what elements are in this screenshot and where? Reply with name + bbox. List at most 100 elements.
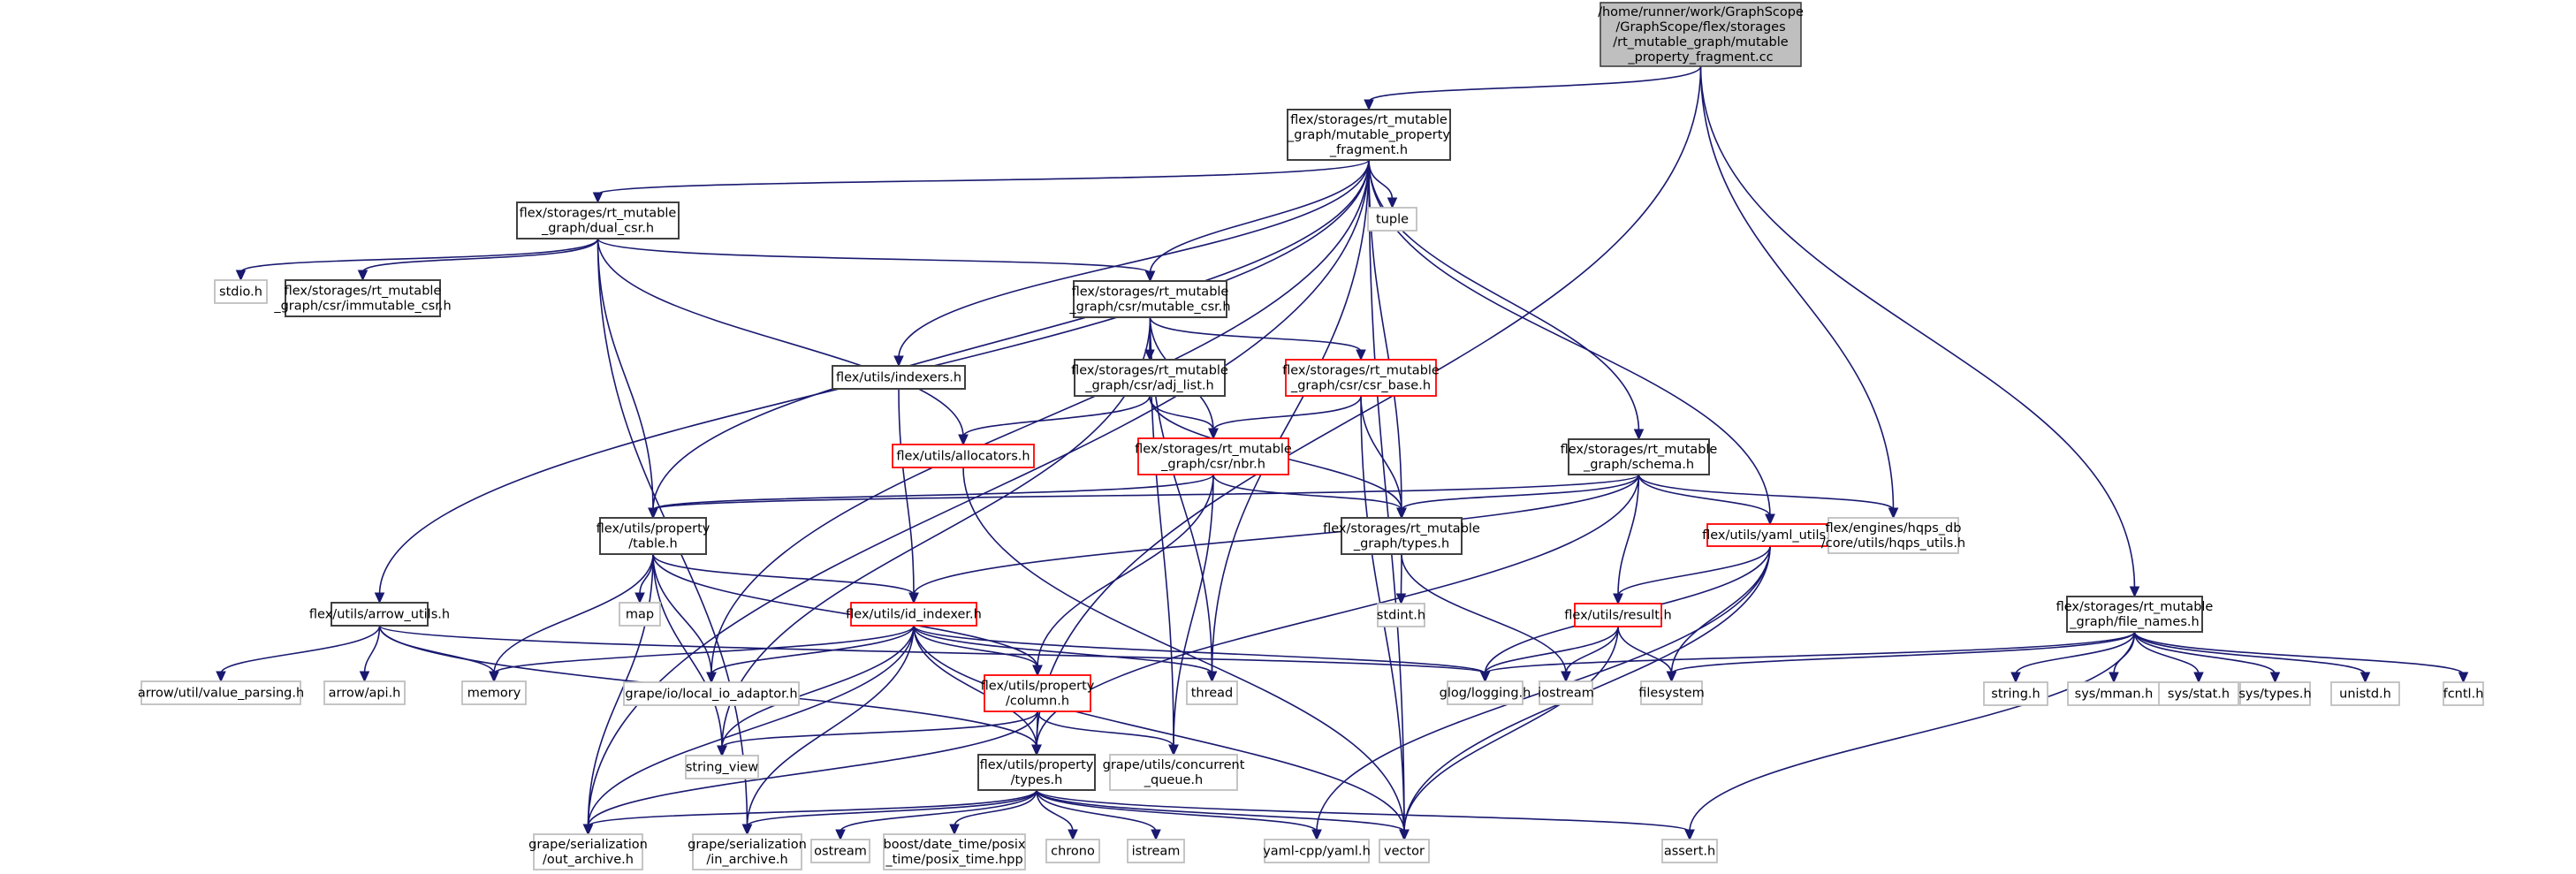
arrowhead-icon	[2193, 672, 2204, 684]
arrowhead-icon	[2010, 672, 2021, 684]
edge-id_indexer-to-string_view	[721, 625, 915, 749]
node-file-names[interactable]: flex/storages/rt_mutable_graph/file_name…	[2056, 596, 2214, 633]
arrowhead-icon	[1399, 829, 1410, 841]
node-label-line: /table.h	[628, 537, 677, 551]
edge-dual_csr-to-immutable_csr	[361, 238, 599, 273]
node-label-line: sys/mman.h	[2075, 688, 2154, 702]
node-label-line: _graph/csr/csr_base.h	[1290, 379, 1431, 393]
edge-root-to-prop_types	[1036, 65, 1702, 748]
node-box	[533, 833, 643, 870]
node-value-parsing: arrow/util/value_parsing.h	[138, 680, 304, 705]
edge-csr_base-to-rmg_types	[1360, 395, 1402, 511]
node-label-line: _graph/mutable_property	[1287, 128, 1450, 142]
node-adj-list[interactable]: flex/storages/rt_mutable_graph/csr/adj_l…	[1071, 359, 1228, 397]
node-mpf[interactable]: flex/storages/rt_mutable_graph/mutable_p…	[1287, 109, 1451, 161]
arrowhead-icon	[359, 671, 370, 683]
arrowhead-icon	[1144, 270, 1156, 283]
node-label-line: flex/storages/rt_mutable	[285, 285, 442, 299]
edge-adj_list-to-allocators	[962, 395, 1151, 437]
edge-dual_csr-to-mutable_csr	[597, 238, 1151, 274]
edge-mpf-to-dual_csr	[597, 159, 1370, 195]
edge-prop_types-to-yaml_cpp	[1036, 789, 1318, 832]
nodes-layer: /home/runner/work/GraphScope/GraphScope/…	[138, 2, 2484, 870]
node-label-line: glog/logging.h	[1440, 687, 1531, 701]
node-box	[1983, 681, 2048, 706]
edge-table-to-memory	[493, 553, 654, 674]
node-prop-types[interactable]: flex/utils/property/types.h	[977, 754, 1096, 791]
edge-schema-to-hqps_utils	[1638, 474, 1895, 511]
node-label-line: grape/serialization	[528, 838, 648, 852]
node-box	[1367, 207, 1417, 232]
arrowhead-icon	[949, 824, 960, 836]
node-arrow-api: arrow/api.h	[323, 680, 406, 705]
arrowhead-icon	[1208, 428, 1219, 440]
node-rmg-types[interactable]: flex/storages/rt_mutable_graph/types.h	[1323, 517, 1480, 555]
edge-mpf-to-indexers	[898, 159, 1370, 359]
edge-dual_csr-to-stdio	[239, 238, 599, 273]
arrowhead-icon	[1206, 671, 1218, 683]
node-label-line: arrow/util/value_parsing.h	[138, 687, 304, 701]
edge-indexers-to-id_indexer	[898, 388, 915, 596]
node-label-line: _fragment.h	[1329, 143, 1408, 157]
node-label-line: flex/utils/property	[597, 522, 710, 536]
node-box	[850, 602, 977, 627]
edges-layer	[216, 65, 2469, 841]
edge-schema-to-table	[652, 474, 1640, 511]
arrowhead-icon	[635, 592, 645, 604]
edge-arrow_utils-to-value_parsing	[220, 625, 381, 674]
node-mutable-csr[interactable]: flex/storages/rt_mutable_graph/csr/mutab…	[1068, 280, 1231, 318]
edge-mpf-to-vector	[1368, 159, 1405, 832]
arrowhead-icon	[1479, 671, 1491, 683]
node-allocators[interactable]: flex/utils/allocators.h	[892, 444, 1035, 468]
edge-table-to-out_archive	[587, 553, 654, 827]
node-nbr[interactable]: flex/storages/rt_mutable_graph/csr/nbr.h	[1135, 437, 1292, 475]
arrowhead-icon	[648, 507, 658, 520]
node-column[interactable]: flex/utils/property/column.h	[981, 674, 1095, 712]
node-posix-time: boost/date_time/posix_time/posix_time.hp…	[883, 833, 1026, 870]
arrowhead-icon	[1888, 507, 1899, 520]
node-yaml-utils[interactable]: flex/utils/yaml_utils.h	[1702, 523, 1838, 547]
node-table[interactable]: flex/utils/property/table.h	[597, 517, 710, 555]
edge-file_names-to-glog	[1484, 631, 2136, 674]
node-box	[619, 602, 661, 627]
node-csr-base[interactable]: flex/storages/rt_mutable_graph/csr/csr_b…	[1282, 359, 1440, 397]
edge-id_indexer-to-thread	[913, 625, 1213, 674]
edge-prop_types-to-out_archive	[587, 789, 1037, 827]
node-dual-csr[interactable]: flex/storages/rt_mutable_graph/dual_csr.…	[516, 201, 680, 239]
edge-dual_csr-to-table	[597, 238, 654, 511]
node-label-line: grape/io/local_io_adaptor.h	[625, 688, 797, 702]
edge-table-to-string_view	[652, 553, 723, 749]
node-box	[2067, 681, 2161, 706]
node-label-line: assert.h	[1664, 845, 1715, 859]
node-box	[1706, 523, 1834, 547]
edge-prop_types-to-vector	[1036, 789, 1405, 832]
edge-id_indexer-to-column	[913, 625, 1038, 668]
node-label-line: /GraphScope/flex/storages	[1615, 20, 1785, 34]
arrowhead-icon	[706, 672, 717, 684]
node-schema[interactable]: flex/storages/rt_mutable_graph/schema.h	[1561, 438, 1718, 475]
node-fcntl: fcntl.h	[2443, 681, 2484, 706]
arrowhead-icon	[1031, 744, 1042, 756]
node-result[interactable]: flex/utils/result.h	[1564, 603, 1672, 627]
node-label-line: grape/utils/concurrent	[1103, 758, 1245, 772]
node-box	[141, 680, 301, 705]
edge-prop_types-to-istream	[1036, 789, 1157, 832]
node-yaml-cpp: yaml-cpp/yaml.h	[1263, 839, 1371, 863]
edge-root-to-mpf	[1368, 65, 1702, 103]
node-memory: memory	[461, 680, 527, 705]
edge-file_names-to-unistd	[2133, 631, 2367, 675]
edge-schema-to-yaml_utils	[1638, 474, 1771, 517]
node-box	[692, 833, 802, 870]
node-immutable-csr[interactable]: flex/storages/rt_mutable_graph/csr/immut…	[273, 279, 452, 317]
node-arrow-utils[interactable]: flex/utils/arrow_utils.h	[309, 602, 450, 627]
node-id-indexer[interactable]: flex/utils/id_indexer.h	[846, 602, 982, 627]
node-root[interactable]: /home/runner/work/GraphScope/GraphScope/…	[1598, 2, 1804, 67]
edge-file_names-to-string_h	[2015, 631, 2136, 675]
node-indexers[interactable]: flex/utils/indexers.h	[832, 365, 966, 390]
arrowhead-icon	[1364, 99, 1374, 111]
arrowhead-icon	[741, 824, 753, 836]
edge-result-to-filesystem	[1617, 626, 1673, 674]
node-label-line: stdint.h	[1377, 609, 1425, 623]
node-chrono: chrono	[1045, 839, 1100, 863]
edge-csr_base-to-nbr	[1212, 395, 1362, 431]
